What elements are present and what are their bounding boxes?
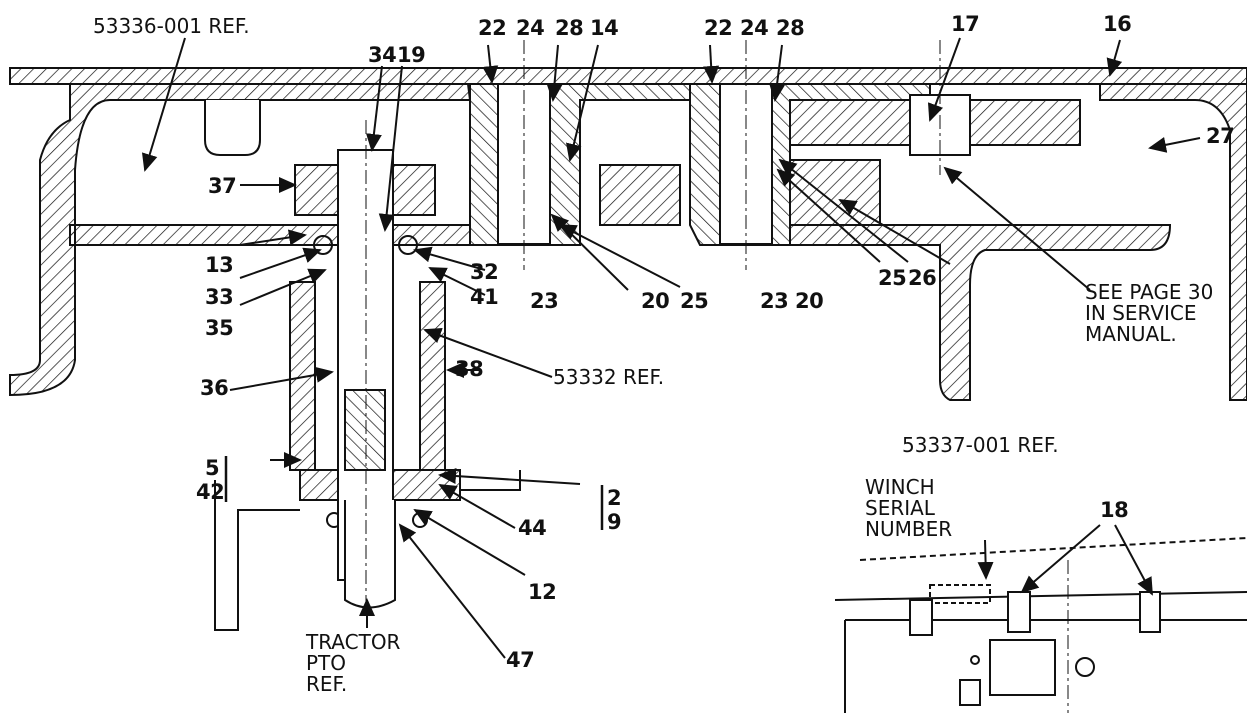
callout-14: 14 [590,16,619,40]
callout-23b: 23 [760,289,789,313]
callout-24: 24 [516,16,545,40]
callout-9: 9 [607,510,622,534]
callout-25b: 25 [878,266,907,290]
callout-13: 13 [205,253,234,277]
callout-26: 26 [908,266,937,290]
callout-33: 33 [205,285,234,309]
bearing-ball-right [398,235,418,255]
callout-35: 35 [205,316,234,340]
winch-serial-line-1: WINCH [865,475,935,499]
bearing-ball-left [313,235,333,255]
ref-53337-label: 53337-001 REF. [902,433,1059,457]
housing-right-section [789,83,1247,401]
callout-27: 27 [1206,124,1235,148]
callout-19: 19 [397,43,426,67]
callout-2: 2 [607,486,622,510]
tractor-pto-label: TRACTOR PTO REF. [306,632,400,695]
mounting-bracket [214,480,300,631]
winch-serial-line-3: NUMBER [865,517,953,541]
callout-28: 28 [555,16,584,40]
winch-serial-line-2: SERIAL [865,496,935,520]
group-bars [224,456,604,530]
tractor-pto-line-3: REF. [306,672,348,696]
tractor-pto-line-1: TRACTOR [306,630,401,654]
service-manual-note: SEE PAGE 30 IN SERVICE MANUAL. [1085,282,1213,345]
callout-37: 37 [208,174,237,198]
top-cover-plate [9,67,1247,85]
callout-17: 17 [951,12,980,36]
callout-5: 5 [205,456,220,480]
callout-36: 36 [200,376,229,400]
callout-41: 41 [470,285,499,309]
callout-16: 16 [1103,12,1132,36]
callout-12: 12 [528,580,557,604]
callout-23: 23 [530,289,559,313]
centerlines [365,40,1069,713]
callout-42: 42 [196,480,225,504]
callout-38: 38 [455,357,484,381]
callout-25: 25 [680,289,709,313]
ref-53332-label: 53332 REF. [553,365,665,389]
callout-28b: 28 [776,16,805,40]
callout-20: 20 [641,289,670,313]
callout-18: 18 [1100,498,1129,522]
note-line-1: SEE PAGE 30 [1085,280,1214,304]
callout-22: 22 [478,16,507,40]
callout-32: 32 [470,260,499,284]
winch-serial-label: WINCH SERIAL NUMBER [865,477,952,540]
callout-20b: 20 [795,289,824,313]
detail-view-frame [834,537,1247,713]
callout-22b: 22 [704,16,733,40]
leader-lines [141,37,1201,659]
callout-47: 47 [506,648,535,672]
note-line-2: IN SERVICE [1085,301,1197,325]
splines [344,389,386,471]
tractor-pto-line-2: PTO [306,651,347,675]
ref-53336-label: 53336-001 REF. [93,14,250,38]
tractor-pto-shaft [344,500,396,609]
callout-34: 34 [368,43,397,67]
gear-14 [599,164,681,226]
note-line-3: MANUAL. [1085,322,1177,346]
callout-44: 44 [518,516,547,540]
callout-24b: 24 [740,16,769,40]
